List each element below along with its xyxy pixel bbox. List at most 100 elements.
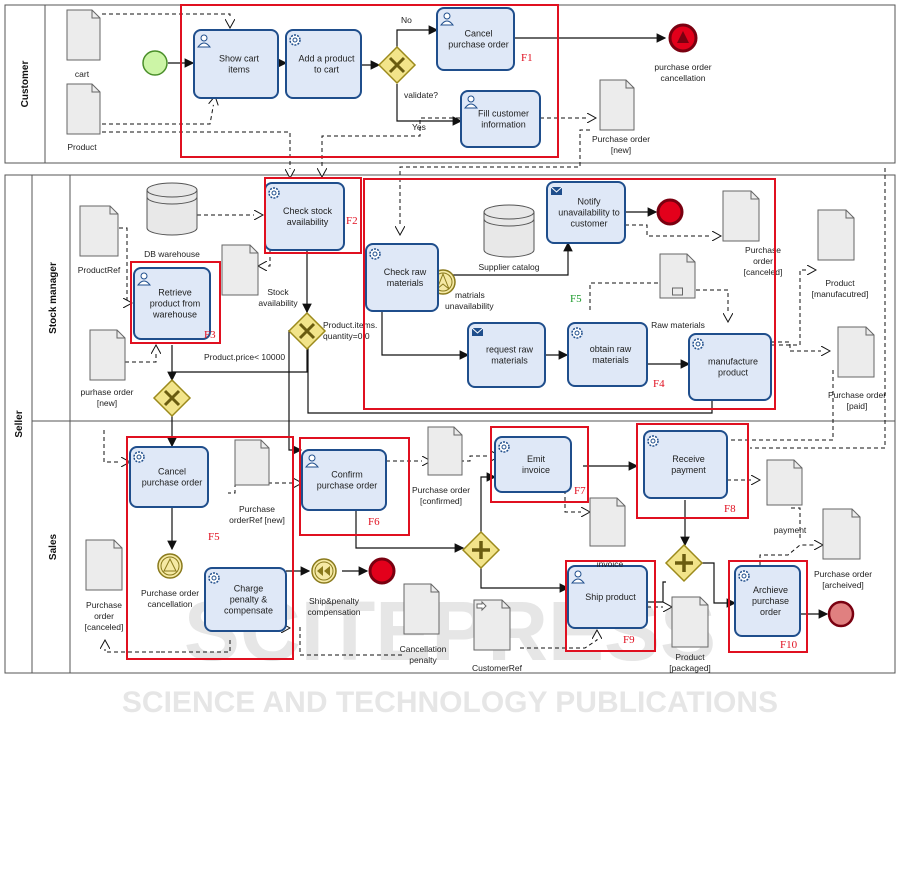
label-ship-penalty-1: Ship&penalty: [309, 596, 360, 606]
task-label: materials: [592, 355, 629, 365]
data-object-po-new-customer: Purchase order[new]: [592, 79, 650, 155]
flows: [167, 25, 829, 619]
supplier-catalog-label: Supplier catalog: [479, 262, 540, 272]
fragment-f2-label: F2: [346, 215, 358, 227]
label-ship-penalty-2: compensation: [308, 607, 361, 617]
fragment-f5-stock-label: F5: [570, 293, 582, 305]
task-label: items: [228, 65, 250, 75]
task-label: Check stock: [283, 206, 333, 216]
labels: No Yes validate? purchase order cancella…: [141, 15, 712, 617]
fragment-f9-box: [565, 560, 656, 652]
data-object-label: Purchase: [745, 245, 781, 255]
label-sales-cancel-1: Purchase order: [141, 588, 199, 598]
task-label: purchase order: [448, 40, 509, 50]
data-object-label: Purchase order: [828, 390, 886, 400]
fragment-f10-label: F10: [780, 639, 798, 651]
task-label: Check raw: [384, 267, 427, 277]
fragment-f10-box: [728, 560, 808, 653]
data-object-label: Stock: [267, 287, 289, 297]
task-label: unavailability to: [558, 208, 620, 218]
intermediate-cancellation-event: [157, 553, 183, 579]
data-object-label: Product: [67, 142, 97, 152]
data-object-label: [confirmed]: [420, 496, 462, 506]
data-object-label: [paid]: [847, 401, 868, 411]
gear-icon: [571, 327, 583, 339]
label-no: No: [401, 15, 412, 25]
fragment-boxes: [126, 4, 808, 660]
task-label: availability: [287, 217, 329, 227]
data-object-label: Purchase order: [814, 569, 872, 579]
data-object-po-confirmed: Purchase order[confirmed]: [412, 426, 470, 506]
task-label: payment: [671, 465, 706, 475]
fragment-f8-box: [636, 423, 749, 519]
task-label: compensate: [224, 606, 273, 616]
fragment-f4-label: F4: [653, 378, 665, 390]
fragment-f1-label: F1: [521, 52, 533, 64]
data-object-product-manufactured: Product[manufacutred]: [812, 209, 868, 299]
data-object-label: Purchase order: [592, 134, 650, 144]
data-object-label: Purchase: [239, 504, 275, 514]
data-associations: [102, 13, 886, 656]
user-icon: [463, 95, 479, 109]
end-event-notify: [656, 198, 684, 226]
data-object-label: Purchase order: [412, 485, 470, 495]
fragment-f9-label: F9: [623, 634, 635, 646]
data-object-customer-ref: CustomerRef: [472, 599, 523, 673]
data-object-label: [archeived]: [822, 580, 864, 590]
data-object-product-packaged: Product[packaged]: [669, 596, 711, 673]
gateway-merge-retrieve: [152, 378, 192, 418]
gateways: [152, 45, 704, 583]
task-label: Fill customer: [478, 109, 529, 119]
fragment-f6-label: F6: [368, 516, 380, 528]
seller-pool-title: Seller: [14, 410, 25, 437]
envelope-icon: [471, 327, 484, 336]
user-icon: [570, 570, 586, 584]
fragment-f7-label: F7: [574, 485, 586, 497]
label-matrials-2: unavailability: [445, 301, 494, 311]
data-object-po-paid: Purchase order[paid]: [828, 326, 886, 411]
data-object-label: invoice: [597, 559, 624, 569]
fragment-f7-box: [490, 426, 589, 503]
data-object-product-ref: ProductRef: [78, 205, 121, 275]
data-object-label: orderRef [new]: [229, 515, 285, 525]
data-object-label: purhase order: [81, 387, 134, 397]
task-label: Receive: [672, 454, 705, 464]
fragment-labels: F1 F2 F3 F4 F5 F5 F6 F7 F8 F9 F10: [204, 52, 798, 651]
data-object-label: Raw materials: [651, 320, 705, 330]
data-object-label: order: [94, 611, 114, 621]
data-object-label: [new]: [97, 398, 117, 408]
fragment-f8-label: F8: [724, 503, 736, 515]
fragment-f3-label: F3: [204, 329, 216, 341]
stock-manager-lane-title: Stock manager: [48, 262, 59, 334]
task-label: invoice: [522, 465, 550, 475]
events: [142, 23, 855, 628]
data-object-label: [canceled]: [85, 622, 124, 632]
data-object-label: [packaged]: [669, 663, 711, 673]
gear-icon: [647, 435, 659, 447]
task-label: request raw: [486, 345, 534, 355]
task-ship-product[interactable]: Ship product: [567, 565, 648, 629]
data-object-label: Cancellation: [400, 644, 447, 654]
task-label: Cancel: [464, 29, 492, 39]
task-label: Retrieve: [158, 288, 192, 298]
task-label: Cancel: [158, 467, 186, 477]
